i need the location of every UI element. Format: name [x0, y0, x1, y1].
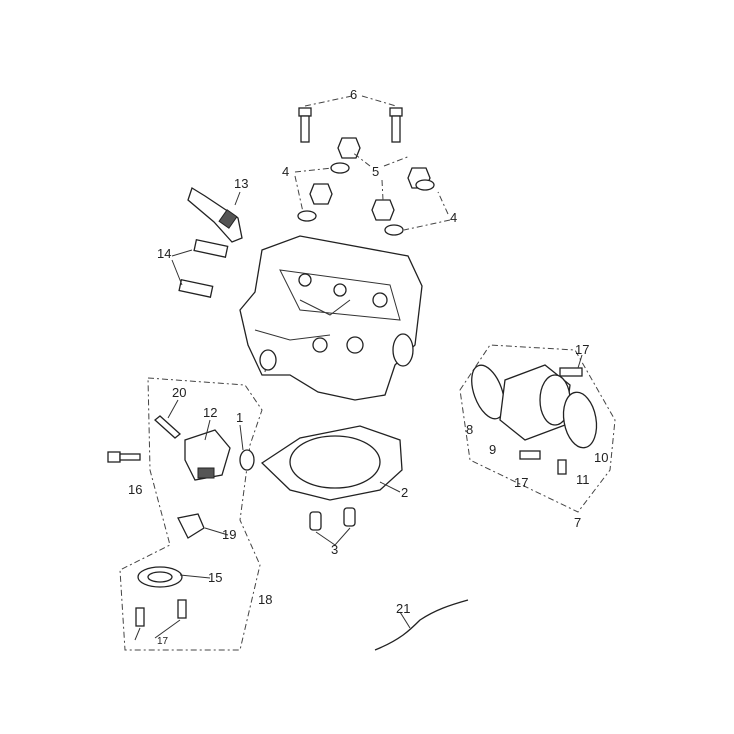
callout-2: 2	[401, 485, 408, 500]
nut-washer-parts	[297, 137, 435, 236]
callout-9: 9	[489, 442, 496, 457]
callout-6: 6	[350, 87, 357, 102]
bolt-part-6	[298, 107, 403, 143]
callout-20: 20	[172, 385, 186, 400]
leader-17b	[577, 354, 583, 369]
callout-15: 15	[208, 570, 222, 585]
callout-1: 1	[236, 410, 243, 425]
cable-part-21	[374, 599, 469, 651]
callout-19: 19	[222, 527, 236, 542]
leader-6	[304, 95, 397, 107]
spark-plug-part-13	[187, 187, 243, 243]
leaders-4-5	[294, 151, 451, 231]
group-outline-7	[459, 344, 616, 513]
leader-14	[171, 249, 193, 286]
callout-12: 12	[203, 405, 217, 420]
leader-21	[399, 611, 411, 629]
callout-13: 13	[234, 176, 248, 191]
callout-8: 8	[466, 422, 473, 437]
dowel-part-14	[178, 239, 229, 298]
leaders-thermostat	[134, 399, 244, 641]
gasket-part-2	[260, 425, 403, 501]
group-outline-18	[119, 377, 263, 651]
callout-3: 3	[331, 542, 338, 557]
cylinder-head-part	[239, 235, 423, 401]
leader-13	[234, 191, 241, 206]
callout-17: 17	[514, 475, 528, 490]
leader-3	[315, 527, 351, 546]
callout-14: 14	[157, 246, 171, 261]
callout-7: 7	[574, 515, 581, 530]
dowel-part-3	[309, 507, 356, 531]
intake-parts	[471, 364, 598, 475]
callout-4: 4	[450, 210, 457, 225]
callout-5: 5	[372, 164, 379, 179]
leader-2	[379, 481, 401, 493]
callout-21: 21	[396, 601, 410, 616]
callout-11: 11	[576, 472, 590, 487]
callout-16: 16	[128, 482, 142, 497]
callout-17: 17	[157, 636, 169, 647]
thermostat-parts	[107, 415, 255, 627]
callout-17: 17	[575, 342, 589, 357]
callout-4: 4	[282, 164, 289, 179]
callout-18: 18	[258, 592, 272, 607]
callout-10: 10	[594, 450, 608, 465]
